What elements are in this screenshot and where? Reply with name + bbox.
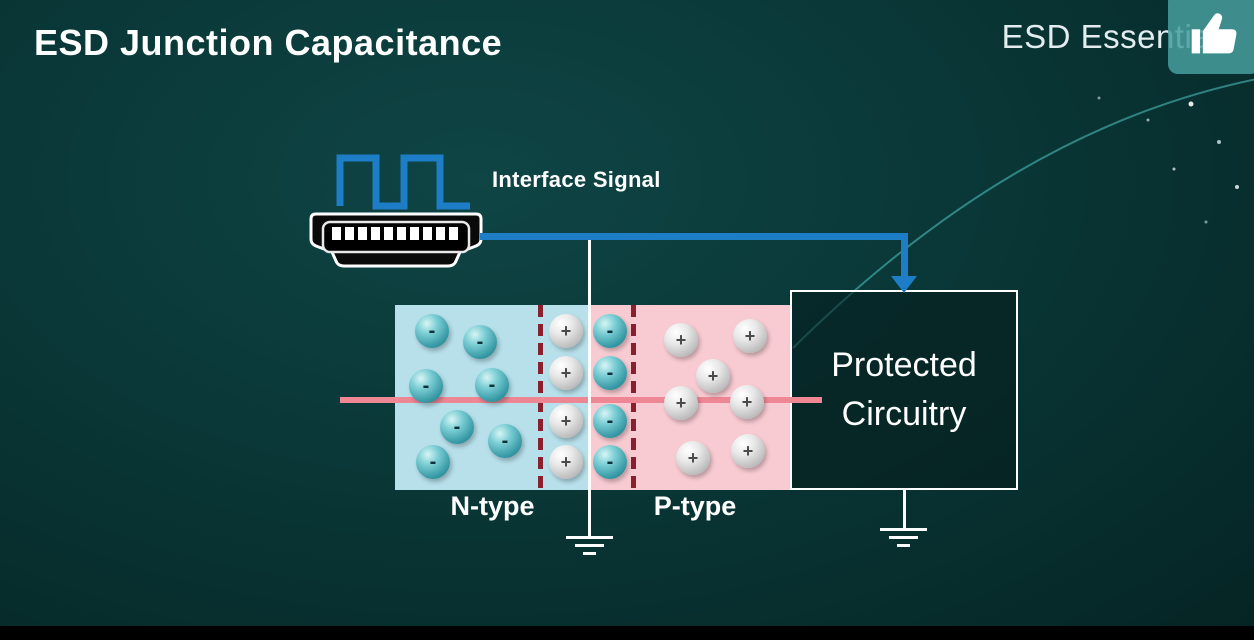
hole-sphere: +: [664, 323, 698, 357]
signal-waveform-icon: [336, 154, 470, 210]
protected-circuitry-label-line2: Circuitry: [841, 395, 967, 433]
hole-sphere: +: [549, 404, 583, 438]
like-overlay-button[interactable]: [1168, 0, 1254, 74]
electron-sphere: -: [440, 410, 474, 444]
hole-sphere: +: [730, 385, 764, 419]
signal-wire-vertical: [901, 233, 908, 278]
hole-sphere: +: [549, 314, 583, 348]
page-title: ESD Junction Capacitance: [34, 22, 503, 63]
hdmi-connector-icon: [309, 212, 483, 268]
interface-signal-label: Interface Signal: [492, 167, 661, 192]
electron-sphere: -: [593, 356, 627, 390]
junction-stem-wire: [588, 236, 591, 536]
electron-sphere: -: [593, 445, 627, 479]
signal-wire-horizontal: [480, 233, 908, 240]
hole-sphere: +: [731, 434, 765, 468]
hole-sphere: +: [696, 359, 730, 393]
electron-sphere: -: [463, 325, 497, 359]
hole-sphere: +: [549, 356, 583, 390]
hole-sphere: +: [733, 319, 767, 353]
thumbs-up-icon: [1191, 13, 1237, 54]
hole-sphere: +: [664, 386, 698, 420]
electron-sphere: -: [593, 314, 627, 348]
electron-sphere: -: [415, 314, 449, 348]
protected-circuitry-box: Protected Circuitry: [790, 290, 1018, 490]
hole-sphere: +: [676, 441, 710, 475]
letterbox-bar: [0, 626, 1254, 640]
electron-sphere: -: [409, 369, 443, 403]
p-type-label: P-type: [653, 491, 737, 521]
electron-sphere: -: [593, 404, 627, 438]
junction-axis-line: [340, 397, 822, 403]
n-type-label: N-type: [450, 491, 535, 521]
hole-sphere: +: [549, 445, 583, 479]
electron-sphere: -: [475, 368, 509, 402]
electron-sphere: -: [416, 445, 450, 479]
protected-circuitry-label-line1: Protected: [831, 345, 977, 384]
signal-wire-arrowhead: [891, 276, 917, 293]
electron-sphere: -: [488, 424, 522, 458]
